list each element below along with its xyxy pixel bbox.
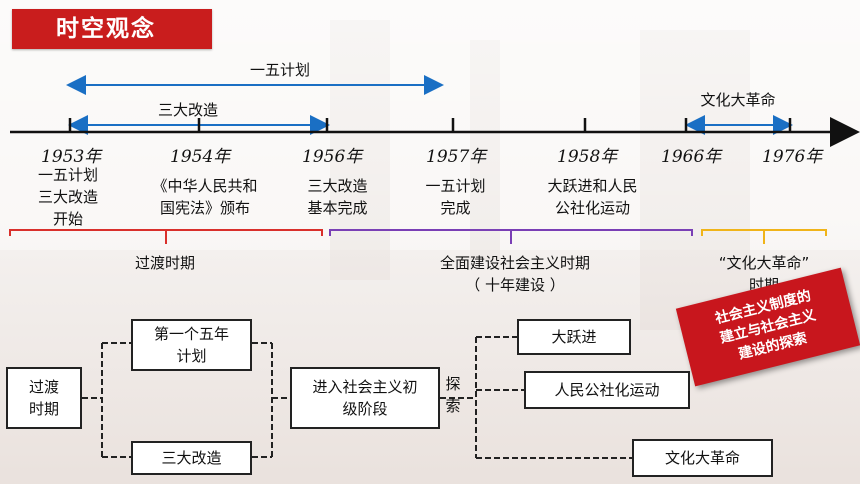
year-1976: 1976年 (762, 147, 823, 167)
first-plan-label: 一五计划 (249, 61, 310, 79)
flow-primary-stage-box: 进入社会主义初 级阶段 (290, 367, 440, 429)
year-1966: 1966年 (661, 147, 722, 167)
event-1953: 一五计划 三大改造 开始 (37, 166, 98, 228)
flow-transition-box: 过渡 时期 (6, 367, 82, 429)
event-1956: 三大改造 基本完成 (307, 177, 368, 217)
year-1953: 1953年 (41, 147, 102, 167)
three-transformations-label: 三大改造 (157, 101, 218, 119)
page-title: 时空观念 (12, 9, 212, 49)
flow-great-leap-box: 大跃进 (517, 319, 631, 355)
cultural-revolution-bracket (701, 229, 827, 244)
flow-three-transformations-box: 三大改造 (131, 441, 252, 475)
transition-period-label: 过渡时期 (134, 254, 195, 272)
timeline-ticks (68, 118, 792, 132)
cultural-revolution-label: 文化大革命 (700, 91, 776, 109)
transition-bracket (9, 229, 323, 244)
flow-communes-box: 人民公社化运动 (524, 371, 690, 409)
event-1957: 一五计划 完成 (425, 177, 486, 217)
year-1957: 1957年 (426, 147, 487, 167)
year-1956: 1956年 (302, 147, 363, 167)
flow-cultural-revolution-box: 文化大革命 (632, 439, 773, 477)
flow-explore-label: 探 索 (445, 375, 461, 415)
year-1954: 1954年 (170, 147, 231, 167)
construction-bracket (329, 229, 693, 244)
construction-period-label: 全面建设社会主义时期 （ 十年建设 ） (439, 254, 590, 294)
flow-connectors (82, 336, 632, 459)
event-1958: 大跃进和人民 公社化运动 (547, 177, 638, 217)
event-1954: 《中华人民共和 国宪法》颁布 (152, 177, 258, 217)
flow-first-plan-box: 第一个五年 计划 (131, 319, 252, 371)
year-1958: 1958年 (557, 147, 618, 167)
